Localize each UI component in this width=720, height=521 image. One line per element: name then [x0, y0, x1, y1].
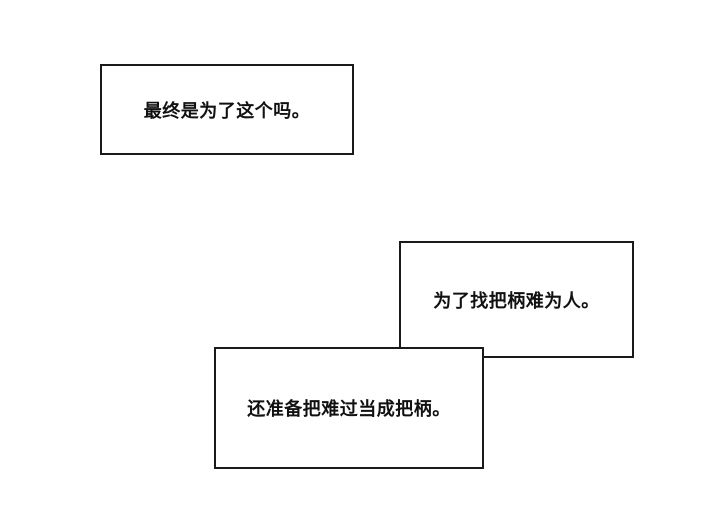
caption-text: 还准备把难过当成把柄。 — [247, 399, 451, 420]
caption-box-2: 为了找把柄难为人。 — [399, 241, 634, 358]
caption-box-3: 还准备把难过当成把柄。 — [214, 347, 484, 469]
caption-text: 最终是为了这个吗。 — [143, 100, 311, 122]
caption-box-1: 最终是为了这个吗。 — [100, 64, 354, 155]
caption-text: 为了找把柄难为人。 — [433, 290, 600, 312]
